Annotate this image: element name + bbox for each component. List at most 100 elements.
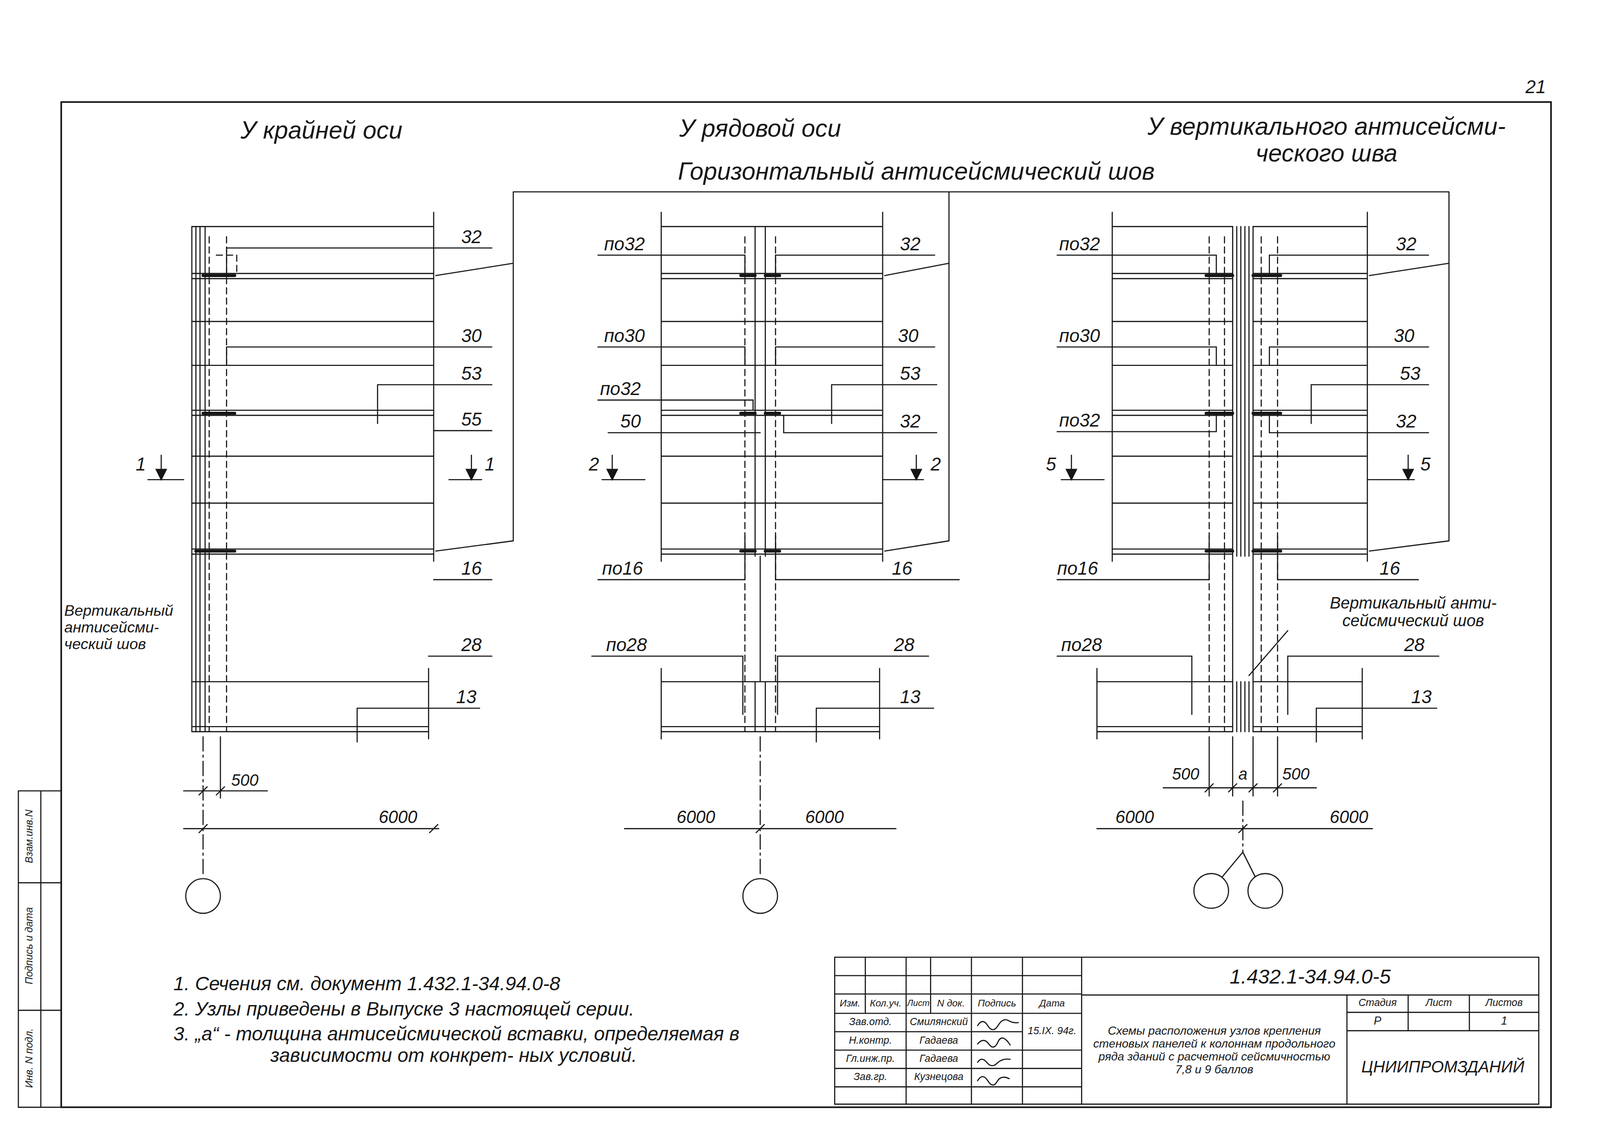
wall-panels	[661, 212, 883, 739]
callout-number: 28	[1404, 634, 1425, 656]
title-block-cell: Листов	[1485, 997, 1523, 1009]
dimension-line	[183, 736, 439, 833]
note: 1. Сечения см. документ 1.432.1-34.94.0-…	[173, 973, 560, 995]
seam-label: Вертикальный антисейсми- ческий шов	[64, 602, 193, 654]
callout-number: 32	[900, 233, 921, 254]
signature	[977, 1020, 1019, 1086]
callout-number: 28	[461, 634, 482, 656]
title-block-cell: Кузнецова	[913, 1072, 964, 1084]
seam-heading: Горизонтальный антисейсмический шов	[677, 158, 1155, 185]
callout-number: 13	[900, 687, 921, 708]
drawing-title: Схемы расположения узлов крепления стено…	[1088, 1024, 1340, 1076]
title-block-cell: Изм.	[839, 997, 861, 1009]
title-block-cell: Р	[1374, 1015, 1382, 1028]
leader-line	[226, 247, 492, 742]
note: 2. Узлы приведены в Выпуске 3 настоящей …	[173, 998, 635, 1021]
column-outline	[209, 236, 237, 732]
dimension: 6000	[1115, 807, 1155, 827]
title-block-cell: Гадаева	[919, 1035, 959, 1047]
callout-number: 53	[900, 363, 921, 384]
leader-line	[591, 255, 960, 742]
dimension: 6000	[378, 807, 418, 827]
title-block-cell: Стадия	[1358, 997, 1397, 1009]
title-block-cell: Зав.отд.	[848, 1016, 892, 1028]
title-block-cell: Смилянский	[909, 1016, 968, 1028]
dimension: 6000	[676, 807, 716, 827]
title-block-cell: Н.контр.	[848, 1035, 892, 1047]
column-outline	[744, 236, 776, 732]
callout-number: 30	[461, 325, 482, 346]
axis-line	[759, 736, 761, 878]
column-outline	[1209, 236, 1278, 732]
axis-line	[202, 736, 204, 878]
callout-number: 53	[1399, 363, 1421, 384]
dimension: а	[1238, 765, 1248, 784]
callout-number: 28	[893, 634, 915, 656]
seam-label: Вертикальный анти- сейсмический шов	[1285, 594, 1541, 631]
callout-number: 32	[1395, 411, 1417, 432]
stamp-text: Подпись и дата	[23, 907, 35, 985]
sheet-frame	[61, 102, 1551, 1108]
section-mark: 5	[1045, 454, 1056, 475]
view-heading: У крайней оси	[240, 117, 403, 144]
callout-number: по30	[1059, 325, 1100, 346]
axis-marker	[185, 878, 221, 914]
title-block-cell: 1	[1501, 1015, 1508, 1028]
title-block-cell: Подпись	[977, 997, 1016, 1009]
page-number: 21	[1525, 76, 1547, 97]
wall-panels	[192, 212, 434, 739]
axis-marker	[1193, 873, 1229, 909]
callout-number: по32	[603, 233, 645, 254]
view-heading: У рядовой оси	[679, 115, 842, 142]
view-heading: У вертикального антисейсми- ческого шва	[1132, 112, 1521, 167]
callout-number: по16	[1057, 558, 1098, 579]
callout-number: 32	[1395, 233, 1417, 254]
callout-number: по32	[600, 378, 641, 399]
callout-number: по16	[601, 558, 643, 579]
callout-number: 32	[461, 226, 482, 247]
section-line	[1061, 455, 1415, 480]
callout-number: 30	[1394, 325, 1415, 346]
seismic-seam	[1232, 226, 1254, 732]
dimension: 500	[1171, 765, 1200, 784]
section-arrow	[1066, 469, 1414, 480]
section-mark: 1	[135, 454, 146, 475]
title-block-cell: Лист	[1425, 997, 1452, 1009]
document-code: 1.432.1-34.94.0-5	[1229, 965, 1391, 988]
section-arrow	[156, 469, 477, 480]
callout-number: 16	[1379, 558, 1401, 579]
callout-number: по32	[1059, 410, 1100, 431]
axis-marker	[1247, 873, 1283, 909]
fastening-node	[195, 275, 235, 552]
callout-number: 30	[898, 325, 919, 346]
section-mark: 5	[1420, 454, 1431, 475]
title-block-grid	[834, 957, 1539, 1105]
title-block-cell: Зав.гр.	[853, 1072, 888, 1084]
callout-number: 13	[456, 687, 477, 708]
fastening-node	[740, 275, 780, 552]
section-mark: 1	[484, 454, 495, 475]
leader-line	[1057, 255, 1439, 742]
section-arrow	[607, 469, 922, 480]
callout-number: 16	[891, 558, 913, 579]
stamp-text: Инв. N подл.	[23, 1028, 35, 1088]
axis-line	[1222, 852, 1256, 877]
seam-bracket	[435, 192, 1450, 552]
title-block-cell: Кол.уч.	[869, 997, 902, 1009]
dimension: 6000	[1329, 807, 1369, 827]
section-line	[601, 455, 924, 480]
title-block-cell: Гадаева	[919, 1053, 959, 1065]
callout-number: по28	[1061, 634, 1102, 656]
callout-number: 32	[900, 411, 921, 432]
callout-number: по30	[603, 325, 645, 346]
callout-number: по32	[1059, 233, 1100, 254]
dimension: 500	[1282, 765, 1310, 784]
title-block-cell: N док.	[937, 997, 966, 1009]
section-mark: 2	[588, 454, 599, 475]
title-block-cell: Гл.инж.пр.	[846, 1053, 896, 1065]
title-block-cell: Лист	[907, 998, 930, 1008]
callout-number: 55	[461, 409, 482, 430]
fastening-node	[1206, 275, 1281, 552]
title-block-cell: 15.IX. 94г.	[1026, 1026, 1078, 1038]
